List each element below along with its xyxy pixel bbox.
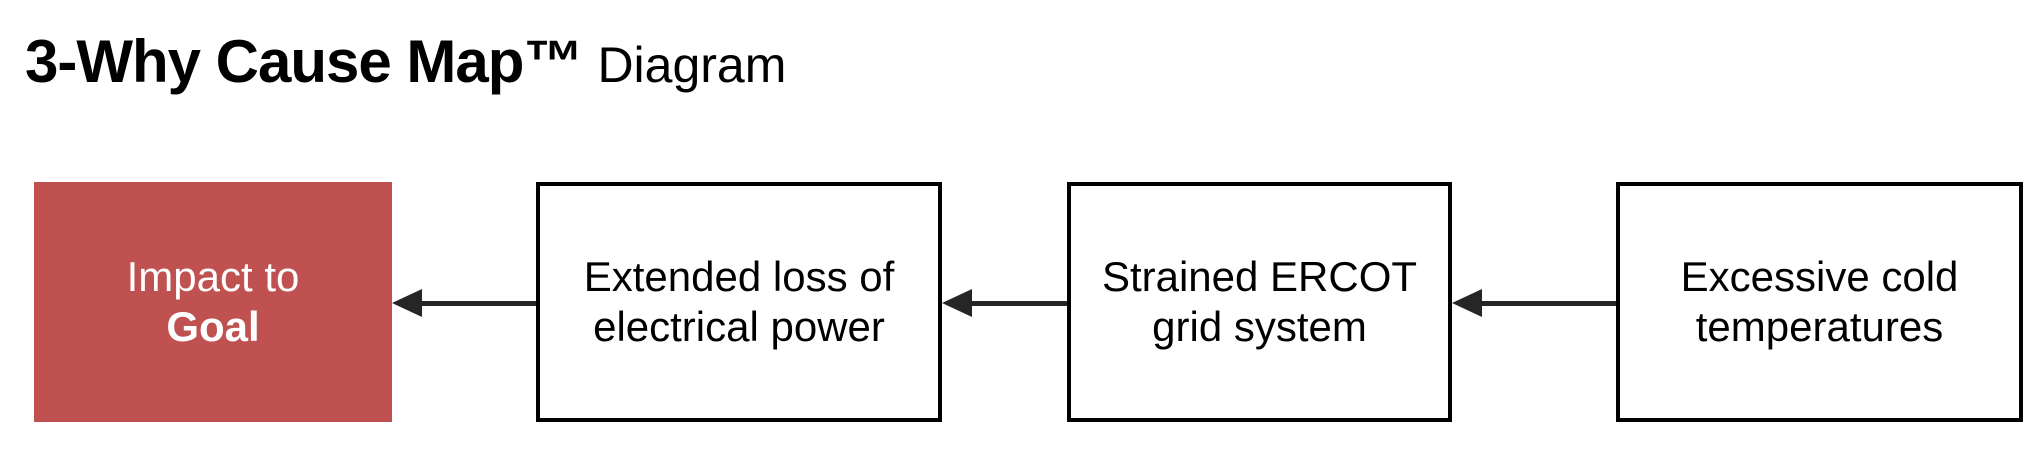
arrowhead-left-icon <box>392 289 422 317</box>
cause-box-line1: Excessive cold <box>1680 253 1959 300</box>
arrow-shaft <box>1478 301 1616 306</box>
cause-box-strained-ercot: Strained ERCOT grid system <box>1067 182 1452 422</box>
cause-box-line2: electrical power <box>593 303 885 350</box>
impact-box-line1: Impact to <box>126 253 300 300</box>
cause-box-line2: temperatures <box>1695 303 1944 350</box>
arrowhead-left-icon <box>1452 289 1482 317</box>
cause-box-line2: grid system <box>1152 303 1367 350</box>
cause-arrow-icon <box>942 289 1067 317</box>
page-title-brand: 3-Why Cause Map <box>25 28 524 96</box>
cause-box-excessive-cold: Excessive cold temperatures <box>1616 182 2023 422</box>
trademark-symbol: ™ <box>523 28 584 96</box>
impact-box-line2: Goal <box>166 303 260 350</box>
arrow-shaft <box>418 301 536 306</box>
cause-box-line1: Extended loss of <box>583 253 895 300</box>
cause-arrow-icon <box>1452 289 1616 317</box>
cause-arrow-icon <box>392 289 536 317</box>
arrow-shaft <box>968 301 1067 306</box>
page-title-suffix: Diagram <box>597 37 787 94</box>
cause-box-extended-loss: Extended loss of electrical power <box>536 182 942 422</box>
cause-box-line1: Strained ERCOT <box>1101 253 1418 300</box>
impact-to-goal-box: Impact to Goal <box>34 182 392 422</box>
arrowhead-left-icon <box>942 289 972 317</box>
